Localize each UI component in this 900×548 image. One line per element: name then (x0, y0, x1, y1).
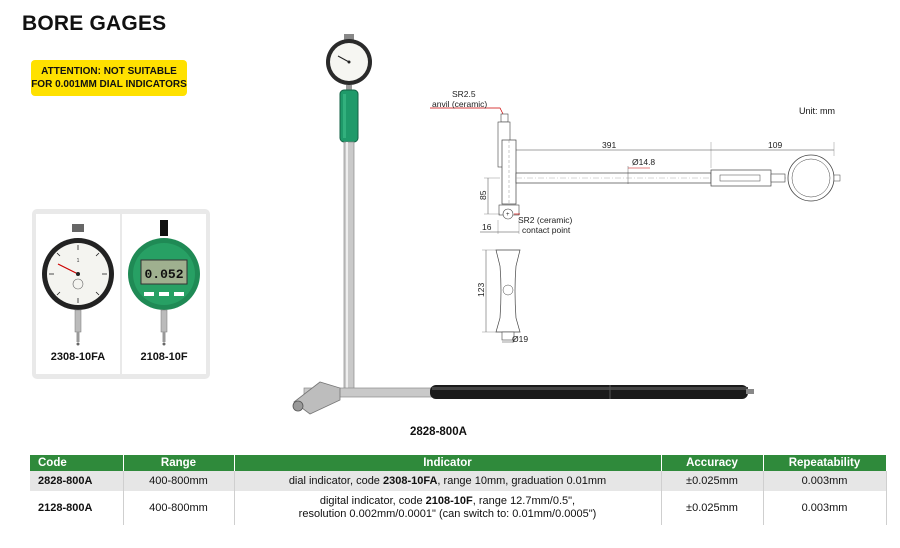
cell-indicator: digital indicator, code 2108-10F, range … (234, 491, 662, 525)
table-row: 2828-800A 400-800mm dial indicator, code… (30, 471, 887, 491)
cell-repeatability: 0.003mm (763, 491, 887, 525)
dia-148-label: Ø14.8 (632, 157, 655, 167)
technical-drawing: SR2.5 anvil (ceramic) + SR2 (ceramic) co… (430, 89, 841, 344)
cell-range: 400-800mm (123, 491, 235, 525)
cell-accuracy: ±0.025mm (661, 471, 764, 491)
sr2-label: SR2 (ceramic) (518, 215, 572, 225)
indicator-panel: 1 2308-10FA 0.052 2108-10F (32, 209, 210, 379)
bore-gage-image (292, 34, 754, 415)
dia-19-label: Ø19 (512, 334, 528, 344)
cell-accuracy: ±0.025mm (661, 491, 764, 525)
header-code: Code (30, 455, 124, 471)
table-header-row: Code Range Indicator Accuracy Repeatabil… (30, 455, 887, 471)
header-indicator: Indicator (234, 455, 662, 471)
digital-indicator-image: 0.052 (128, 220, 200, 346)
dial-indicator-card[interactable]: 1 2308-10FA (36, 214, 120, 374)
contact-point-label: contact point (522, 225, 571, 235)
anvil-label: anvil (ceramic) (432, 99, 487, 109)
dial-indicator-label: 2308-10FA (50, 351, 106, 363)
header-accuracy: Accuracy (661, 455, 764, 471)
header-repeatability: Repeatability (763, 455, 887, 471)
svg-text:+: + (506, 212, 510, 218)
dial-indicator-image: 1 (42, 224, 114, 346)
digital-display-reading: 0.052 (144, 267, 183, 282)
attention-line-1: ATTENTION: NOT SUITABLE (41, 66, 177, 77)
attention-banner: ATTENTION: NOT SUITABLE FOR 0.001MM DIAL… (31, 60, 187, 96)
cell-code: 2828-800A (30, 471, 124, 491)
page-title: BORE GAGES (22, 12, 167, 35)
cell-code: 2128-800A (30, 491, 124, 525)
unit-label: Unit: mm (799, 106, 835, 116)
table-row: 2128-800A 400-800mm digital indicator, c… (30, 491, 887, 525)
dim-123-label: 123 (476, 283, 486, 297)
dial-number: 1 (77, 258, 80, 264)
spec-table: Code Range Indicator Accuracy Repeatabil… (30, 455, 887, 525)
digital-indicator-label: 2108-10F (140, 351, 188, 363)
cell-repeatability: 0.003mm (763, 471, 887, 491)
dim-109-label: 109 (768, 140, 782, 150)
cell-indicator: dial indicator, code 2308-10FA, range 10… (234, 471, 662, 491)
digital-indicator-card[interactable]: 0.052 2108-10F (122, 214, 206, 374)
attention-line-2: FOR 0.001MM DIAL INDICATORS (31, 79, 187, 90)
dim-391-label: 391 (602, 140, 616, 150)
sr25-label: SR2.5 (452, 89, 476, 99)
model-caption: 2828-800A (410, 426, 467, 438)
dim-16-label: 16 (482, 222, 492, 232)
header-range: Range (123, 455, 235, 471)
cell-range: 400-800mm (123, 471, 235, 491)
dim-85-label: 85 (478, 190, 488, 200)
